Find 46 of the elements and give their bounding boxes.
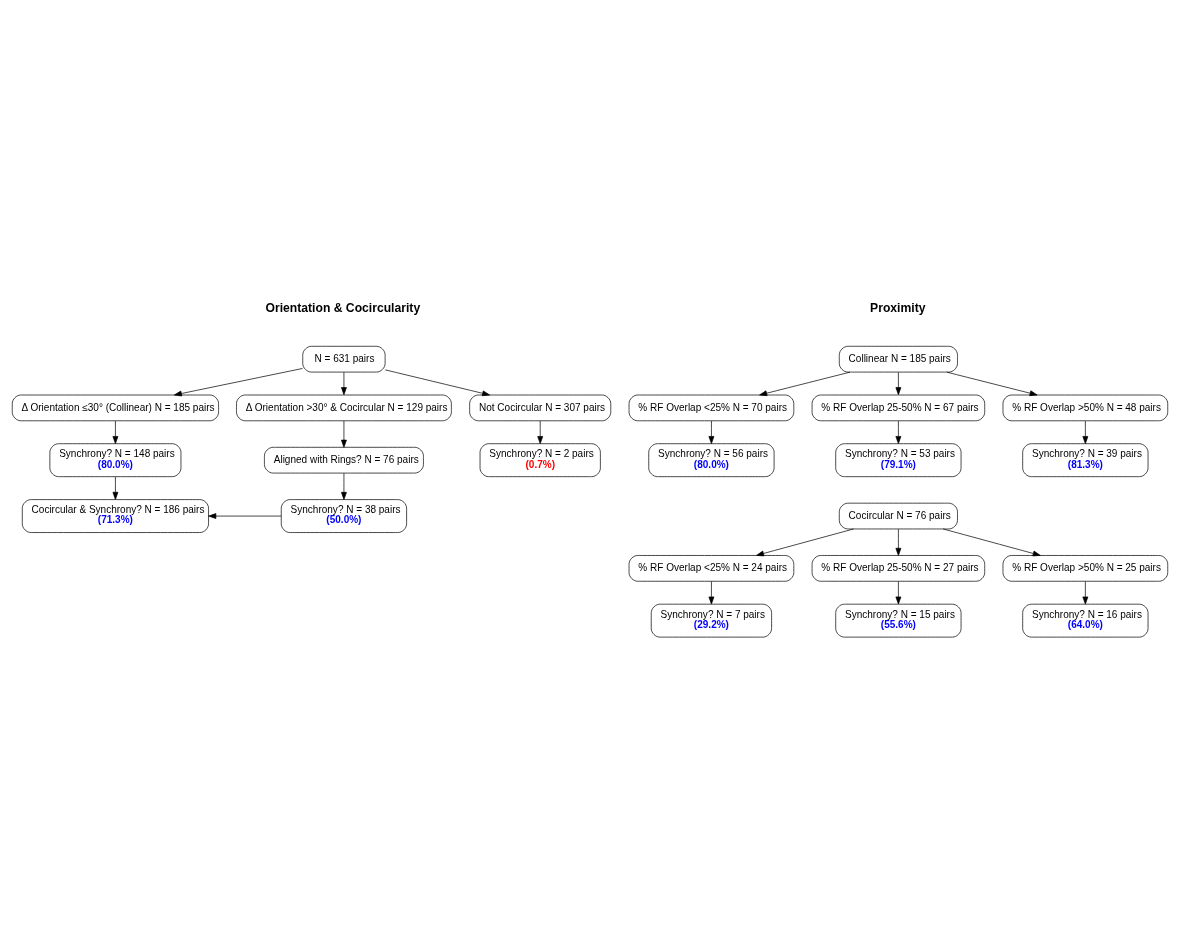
- node-box: % RF Overlap 25-50% N = 27 pairs: [811, 554, 986, 582]
- node-box: Synchrony? N = 39 pairs (81.3%): [1022, 442, 1149, 477]
- node-box: Aligned with Rings? N = 76 pairs: [264, 446, 424, 473]
- arrow: [759, 371, 851, 396]
- node-box: % RF Overlap 25-50% N = 67 pairs: [811, 394, 986, 421]
- arrow: [895, 580, 902, 604]
- node-box: Synchrony? N = 16 pairs (64.0%): [1022, 603, 1149, 637]
- arrow: [537, 420, 544, 444]
- arrow: [173, 367, 303, 396]
- node-box: % RF Overlap <25% N = 24 pairs: [628, 554, 795, 582]
- arrow: [756, 528, 854, 556]
- arrow: [1082, 580, 1089, 604]
- arrow: [208, 512, 282, 519]
- node-box: Δ Orientation >30° & Cocircular N = 129 pairs: [236, 394, 452, 421]
- node-box: Cocircular N = 76 pairs: [838, 502, 958, 529]
- node-box: Not Cocircular N = 307 pairs: [469, 394, 612, 421]
- label: Orientation & Cocircularity: [265, 300, 421, 315]
- arrow: [341, 472, 347, 500]
- node-box: N = 631 pairs: [302, 345, 386, 372]
- arrow: [112, 476, 119, 500]
- label: Proximity: [870, 300, 926, 315]
- arrow: [895, 420, 902, 444]
- node-box: % RF Overlap <25% N = 70 pairs: [628, 394, 795, 421]
- arrow: [895, 371, 902, 395]
- node-box: % RF Overlap >50% N = 48 pairs: [1002, 394, 1169, 421]
- arrow: [1082, 420, 1089, 444]
- node-box: Synchrony? N = 7 pairs (29.2%): [650, 603, 772, 637]
- arrow: [341, 371, 347, 395]
- node-box: Synchrony? N = 53 pairs (79.1%): [835, 442, 962, 477]
- arrow: [112, 420, 119, 444]
- arrow: [946, 371, 1038, 396]
- node-box: Δ Orientation ≤30° (Collinear) N = 185 pairs: [11, 394, 219, 421]
- node-box: % RF Overlap >50% N = 25 pairs: [1002, 554, 1169, 582]
- node-box: Collinear N = 185 pairs: [838, 345, 958, 372]
- arrow: [895, 528, 902, 556]
- arrow: [708, 420, 715, 444]
- node-box: Synchrony? N = 2 pairs (0.7%): [479, 442, 601, 477]
- node-box: Synchrony? N = 38 pairs (50.0%): [280, 498, 407, 533]
- node-box: Cocircular & Synchrony? N = 186 pairs (71.3%): [21, 498, 209, 533]
- arrow: [384, 369, 490, 396]
- arrow: [708, 580, 715, 604]
- node-box: Synchrony? N = 56 pairs (80.0%): [648, 442, 775, 477]
- arrow: [341, 420, 347, 448]
- node-box: Synchrony? N = 15 pairs (55.6%): [835, 603, 962, 637]
- arrow: [942, 528, 1041, 556]
- node-box: Synchrony? N = 148 pairs (80.0%): [49, 442, 182, 477]
